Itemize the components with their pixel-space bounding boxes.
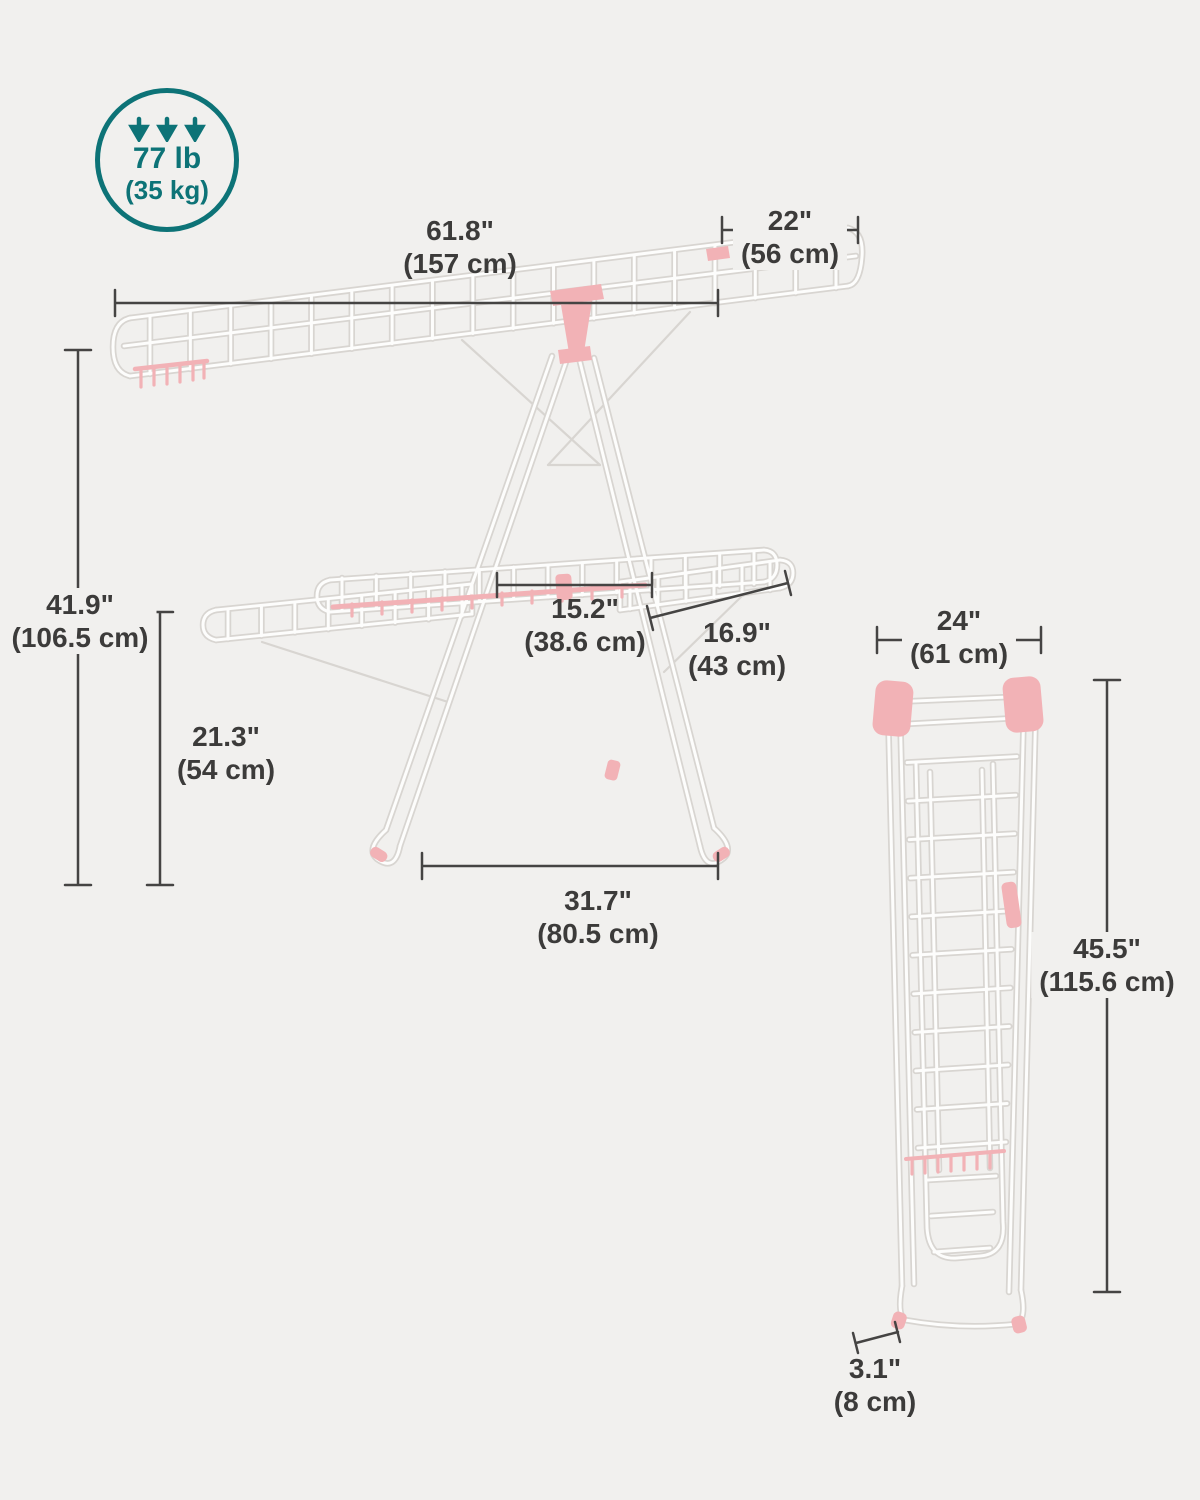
dim-top-width-value: 61.8" <box>426 215 494 246</box>
dim-top-width: 61.8" (157 cm) <box>403 214 517 280</box>
dim-total-height-value: 41.9" <box>46 589 114 620</box>
dim-line-folded-depth <box>851 1320 902 1355</box>
dim-base-width-value: 31.7" <box>564 885 632 916</box>
dim-leg-height-metric: (54 cm) <box>176 754 276 785</box>
folded-comb <box>904 1149 1006 1176</box>
dim-shelf-width: 15.2" (38.6 cm) <box>524 592 645 658</box>
left-wing-comb <box>132 358 210 389</box>
dim-folded-width-metric: (61 cm) <box>909 638 1009 669</box>
dim-leg-height: 21.3" (54 cm) <box>177 720 275 786</box>
down-arrows-icon <box>128 116 206 142</box>
dim-line-lower-wing-depth <box>645 569 793 632</box>
dim-folded-width-value: 24" <box>936 605 982 636</box>
dim-total-height-metric: (106.5 cm) <box>11 622 149 653</box>
dim-folded-height-metric: (115.6 cm) <box>1039 966 1175 997</box>
dim-top-width-metric: (157 cm) <box>403 248 517 279</box>
capacity-value: 77 lb <box>132 141 202 175</box>
dim-line-base-width <box>420 851 720 881</box>
dim-lower-wing-depth: 16.9" (43 cm) <box>688 616 786 682</box>
folded-rack-frame <box>884 692 1040 1330</box>
dim-wing-depth-metric: (56 cm) <box>740 238 840 269</box>
folded-clip <box>1001 881 1022 929</box>
leg-apex-cap <box>558 346 592 364</box>
dim-lower-wing-depth-value: 16.9" <box>703 617 771 648</box>
dim-folded-height-value: 45.5" <box>1073 933 1141 964</box>
weight-capacity-badge: 77 lb (35 kg) <box>95 88 239 232</box>
folded-left-foot-tip <box>890 1311 907 1330</box>
folded-left-hinge-cap <box>872 680 914 737</box>
dim-base-width: 31.7" (80.5 cm) <box>537 884 658 950</box>
dim-base-width-metric: (80.5 cm) <box>537 918 659 949</box>
left-foot-pad <box>370 846 388 862</box>
dim-shelf-width-value: 15.2" <box>551 593 619 624</box>
dim-leg-height-value: 21.3" <box>192 721 260 752</box>
center-hinge-body <box>561 301 592 353</box>
dim-folded-height: 45.5" (115.6 cm) <box>1031 932 1183 998</box>
pink-accents <box>132 246 1044 1334</box>
dimension-lines <box>63 215 1122 1355</box>
dim-shelf-width-metric: (38.6 cm) <box>524 626 646 657</box>
center-hinge-top <box>550 284 604 306</box>
dim-wing-depth-value: 22" <box>767 205 813 236</box>
dim-wing-depth: 22" (56 cm) <box>732 204 848 270</box>
dim-total-height: 41.9" (106.5 cm) <box>3 588 157 654</box>
dim-folded-width: 24" (61 cm) <box>901 604 1017 670</box>
dim-lower-wing-depth-metric: (43 cm) <box>687 650 787 681</box>
leg-connector <box>604 759 621 781</box>
folded-right-hinge-cap <box>1002 676 1044 733</box>
dim-folded-depth-value: 3.1" <box>848 1353 902 1384</box>
capacity-metric: (35 kg) <box>125 174 209 205</box>
folded-right-foot-tip <box>1011 1315 1027 1334</box>
dim-folded-depth: 3.1" (8 cm) <box>834 1352 916 1418</box>
dim-line-top-width <box>113 288 720 318</box>
dim-folded-depth-metric: (8 cm) <box>833 1386 917 1417</box>
right-wing-hinge <box>706 246 730 261</box>
shelf-clip <box>555 573 573 601</box>
support-wires <box>260 310 744 704</box>
dim-line-shelf-width <box>495 571 654 599</box>
